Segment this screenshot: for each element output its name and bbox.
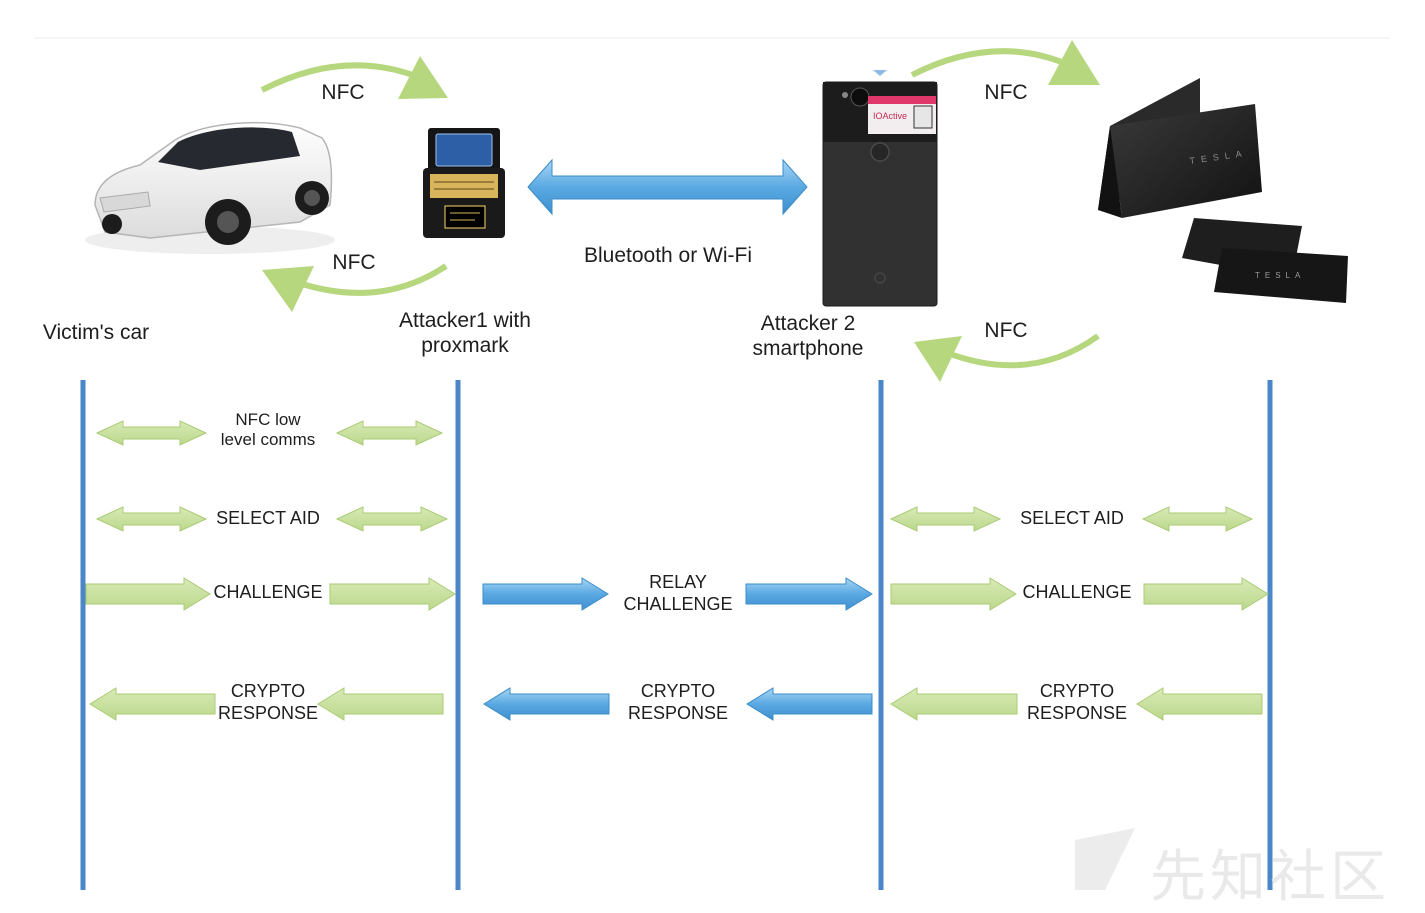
bluetooth-label: Bluetooth or Wi-Fi — [583, 244, 753, 267]
victim-car-label: Victim's car — [42, 321, 150, 344]
tesla-keycard-image — [1098, 78, 1348, 303]
relay-challenge-arrow — [745, 577, 873, 611]
attacker1-label: Attacker1 with proxmark — [399, 309, 531, 358]
crypto-response-relay-arrow — [483, 687, 610, 721]
relay-challenge-arrow — [482, 577, 609, 611]
nfc-label: NFC — [984, 319, 1028, 342]
nfc-curve-arrowhead — [1048, 40, 1100, 85]
challenge-arrow — [890, 577, 1017, 611]
nfc-curve-arrow-card-to-phone — [943, 333, 1100, 369]
tesla-brand-text: TESLA — [1255, 271, 1305, 280]
relay-challenge-label: RELAY CHALLENGE — [623, 572, 733, 614]
nfc-label: NFC — [332, 251, 376, 274]
nfc-curve-arrowhead — [398, 56, 448, 99]
challenge-arrow — [85, 577, 211, 611]
crypto-response-arrow — [317, 687, 444, 721]
nfc-low-arrow — [95, 420, 208, 446]
challenge-arrow — [329, 577, 456, 611]
sequence-arrows — [85, 420, 1269, 721]
select-aid-arrow — [95, 506, 208, 532]
crypto-response-arrow — [1136, 687, 1263, 721]
challenge-arrow — [1143, 577, 1269, 611]
nfc-curve-arrowhead — [262, 266, 314, 312]
smartphone-image — [822, 70, 938, 307]
select-aid-arrow — [335, 506, 449, 532]
watermark-logo — [1075, 828, 1135, 890]
crypto-response-arrow — [89, 687, 216, 721]
bluetooth-double-arrow — [527, 158, 808, 216]
nfc-curve-arrows — [260, 40, 1100, 382]
nfc-curve-arrowhead — [914, 336, 962, 382]
ioactive-sticker-text: IOActive — [873, 111, 907, 121]
crypto-response-arrow — [890, 687, 1018, 721]
challenge-label: CHALLENGE — [213, 582, 323, 602]
nfc-curve-arrow-proxmark-to-car — [295, 263, 448, 296]
select-aid-label: SELECT AID — [216, 508, 320, 528]
attacker2-label: Attacker 2 smartphone — [752, 312, 864, 361]
nfc-low-level-label: NFC low level comms — [220, 410, 316, 450]
challenge-label: CHALLENGE — [1022, 582, 1132, 602]
watermark-text: 先知社区 — [1150, 845, 1390, 910]
proxmark-device — [423, 128, 505, 238]
select-aid-label: SELECT AID — [1020, 508, 1124, 528]
lifelines — [80, 380, 1273, 890]
crypto-response-relay-arrow — [746, 687, 873, 721]
crypto-response-label: CRYPTO RESPONSE — [627, 681, 729, 723]
crypto-response-label: CRYPTO RESPONSE — [217, 681, 319, 723]
select-aid-arrow — [1141, 506, 1254, 532]
nfc-curve-arrow-phone-to-card — [910, 48, 1082, 78]
select-aid-arrow — [889, 506, 1002, 532]
car-image — [85, 121, 335, 254]
crypto-response-label: CRYPTO RESPONSE — [1026, 681, 1128, 723]
nfc-label: NFC — [984, 81, 1028, 104]
nfc-low-arrow — [335, 420, 444, 446]
nfc-label: NFC — [321, 81, 365, 104]
